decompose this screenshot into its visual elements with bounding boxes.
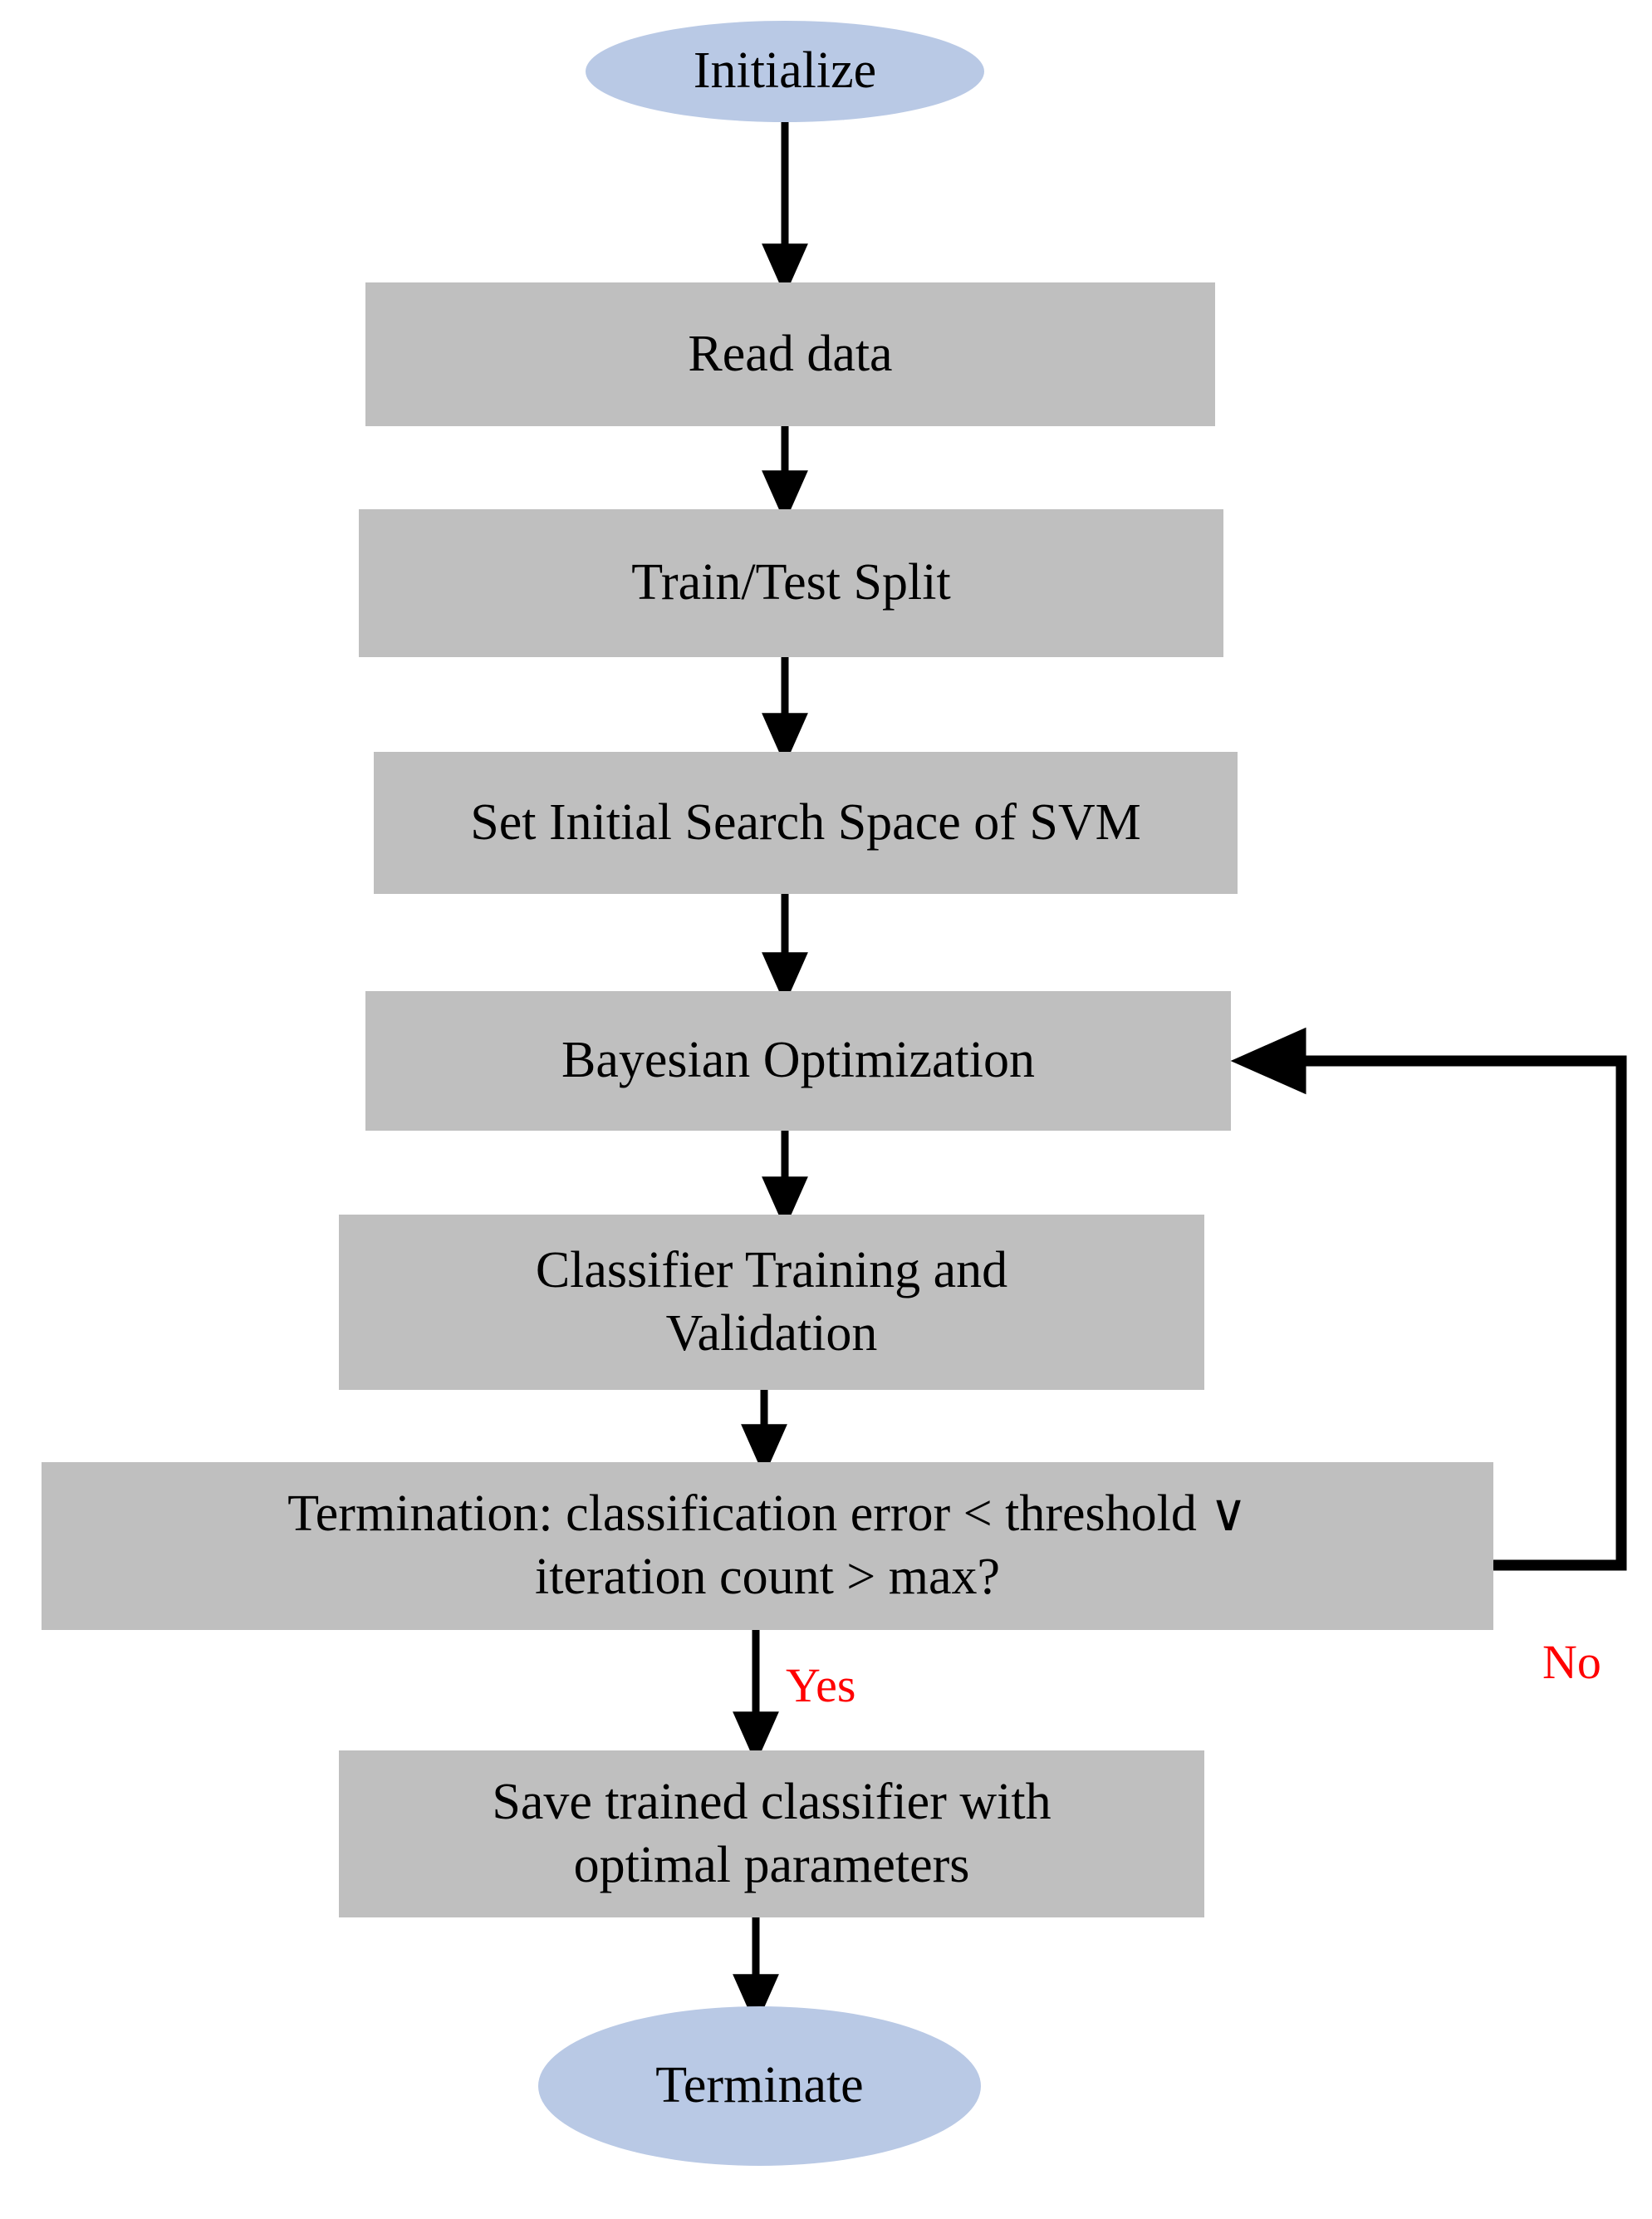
node-terminate[interactable]: Terminate bbox=[538, 2006, 981, 2166]
node-set-initial-search-space[interactable]: Set Initial Search Space of SVM bbox=[374, 752, 1238, 894]
node-initialize[interactable]: Initialize bbox=[586, 21, 984, 122]
node-train-test-split[interactable]: Train/Test Split bbox=[359, 509, 1223, 657]
node-classifier-training-validation-label: Classifier Training and Validation bbox=[535, 1241, 1008, 1362]
edge-label-yes: Yes bbox=[786, 1658, 856, 1712]
node-train-test-split-label: Train/Test Split bbox=[631, 554, 951, 611]
node-terminate-label: Terminate bbox=[655, 2057, 864, 2114]
node-bayesian-optimization-label: Bayesian Optimization bbox=[561, 1032, 1035, 1089]
node-termination[interactable]: Termination: classification error < thre… bbox=[42, 1462, 1493, 1630]
node-set-initial-search-space-label: Set Initial Search Space of SVM bbox=[470, 793, 1141, 851]
node-classifier-training-validation[interactable]: Classifier Training and Validation bbox=[339, 1215, 1204, 1390]
node-save-trained-classifier-label: Save trained classifier with optimal par… bbox=[492, 1773, 1051, 1893]
node-save-trained-classifier[interactable]: Save trained classifier with optimal par… bbox=[339, 1750, 1204, 1917]
node-read-data-label: Read data bbox=[688, 325, 893, 382]
node-termination-label: Termination: classification error < thre… bbox=[287, 1485, 1248, 1605]
edge-label-no: No bbox=[1542, 1635, 1601, 1689]
node-read-data[interactable]: Read data bbox=[365, 282, 1215, 426]
node-initialize-label: Initialize bbox=[693, 42, 877, 100]
node-bayesian-optimization[interactable]: Bayesian Optimization bbox=[365, 991, 1231, 1131]
